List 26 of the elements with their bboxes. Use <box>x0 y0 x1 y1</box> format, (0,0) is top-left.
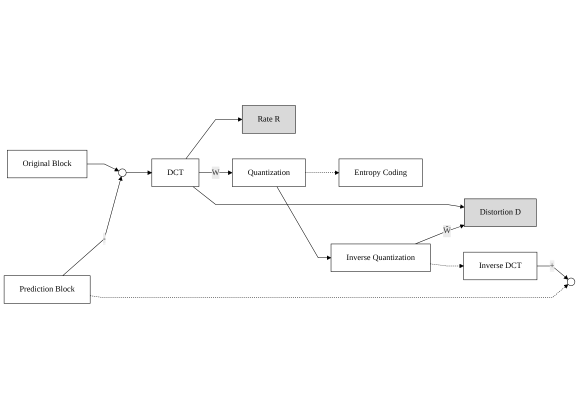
node-box: Quantization <box>232 158 306 187</box>
node-box: Prediction Block <box>4 275 90 304</box>
arrow <box>192 186 465 209</box>
arrow <box>276 186 332 260</box>
arrow <box>126 170 152 175</box>
arrow <box>430 264 464 268</box>
edge-label: - <box>102 234 106 243</box>
node-box: DCT <box>152 158 200 187</box>
arrow <box>62 176 122 276</box>
node-circle <box>566 278 576 286</box>
edge-label: Ŵ <box>443 226 451 236</box>
edge-label: + <box>550 261 554 270</box>
arrow <box>305 170 340 175</box>
node-box: Inverse DCT <box>463 252 538 280</box>
node-box: Original Block <box>7 150 88 178</box>
node-box: Distortion D <box>464 198 537 227</box>
arrow <box>86 164 120 172</box>
arrow <box>90 284 568 298</box>
arrow <box>414 224 465 244</box>
node-box: Rate R <box>242 105 296 134</box>
node-box: Entropy Coding <box>338 158 423 187</box>
node-circle <box>118 168 126 177</box>
node-box: Inverse Quantization <box>330 244 431 272</box>
arrow <box>186 117 242 160</box>
arrow <box>536 266 568 280</box>
edge-label: W <box>212 168 220 177</box>
